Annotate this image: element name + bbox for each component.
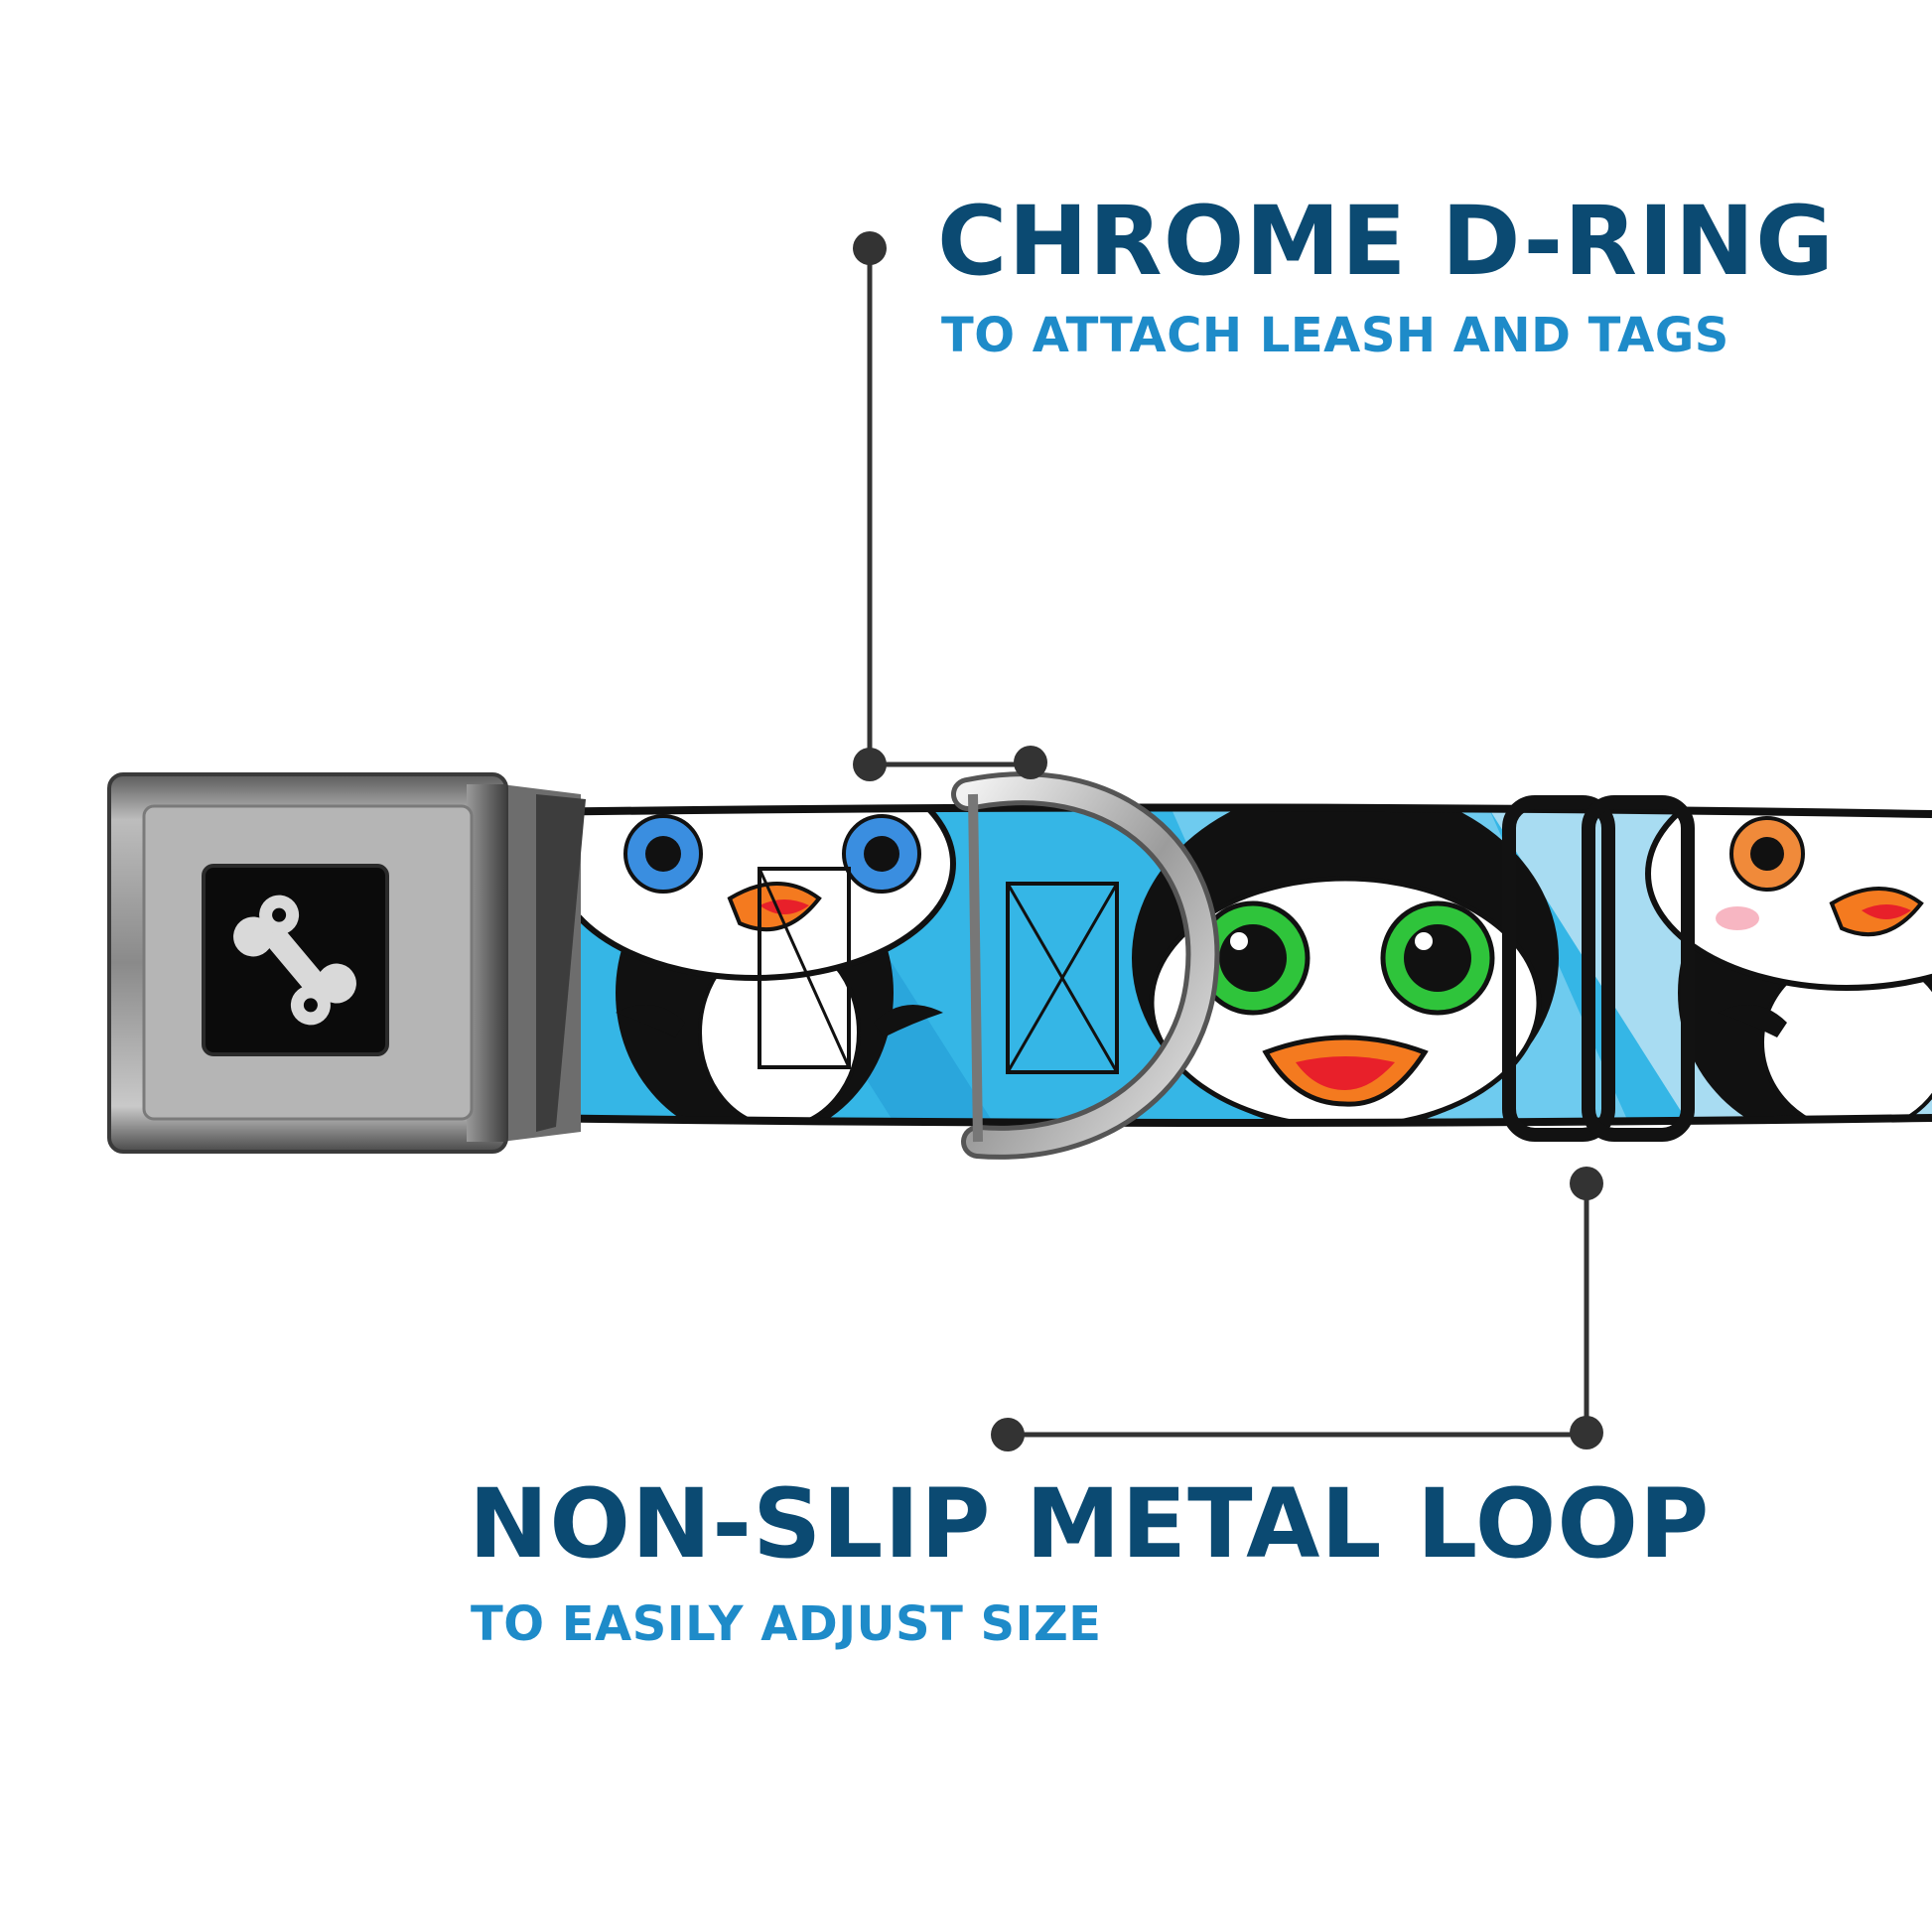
penguin-print-right (1645, 809, 1932, 1122)
d-ring-callout-title: CHROME D-RING (937, 186, 1835, 297)
leader-line-d-ring (853, 231, 1047, 781)
leader-line-loop (991, 1167, 1603, 1451)
chrome-d-ring (951, 771, 1220, 1160)
seatbelt-buckle[interactable] (107, 772, 508, 1154)
bone-icon (233, 895, 356, 1026)
penguin-print-left (553, 809, 956, 1122)
buckle-tang (501, 784, 586, 1142)
d-ring-callout-subtitle: TO ATTACH LEASH AND TAGS (941, 308, 1729, 363)
collar-strap (530, 803, 1932, 1127)
loop-callout-subtitle: TO EASILY ADJUST SIZE (471, 1596, 1102, 1652)
penguin-print-center (1132, 809, 1559, 1122)
metal-loop (1502, 795, 1695, 1142)
loop-callout-title: NON-SLIP METAL LOOP (469, 1468, 1711, 1580)
